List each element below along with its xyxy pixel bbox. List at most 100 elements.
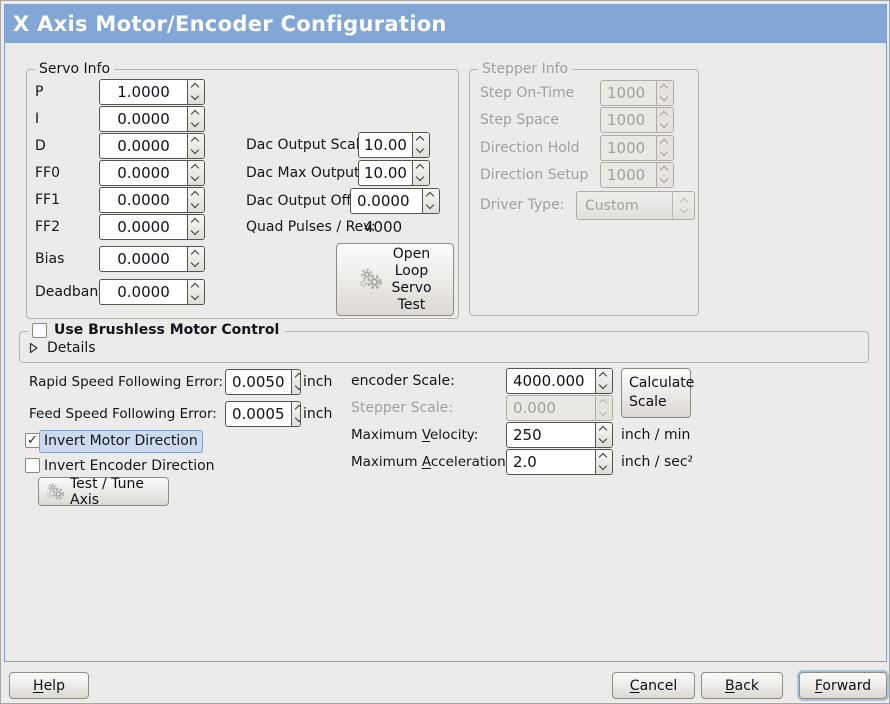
dac-output-scale-spinbox[interactable]: 10.00	[358, 132, 430, 158]
i-value[interactable]: 0.0000	[117, 110, 170, 128]
spin-down-icon[interactable]	[292, 382, 301, 394]
p-spinbox[interactable]: 1.0000	[99, 79, 205, 105]
p-value[interactable]: 1.0000	[117, 83, 170, 101]
spin-buttons[interactable]	[412, 133, 429, 157]
spin-buttons[interactable]	[595, 450, 612, 474]
spin-up-icon[interactable]	[596, 369, 612, 381]
spin-buttons[interactable]	[595, 423, 612, 447]
spin-up-icon[interactable]	[413, 161, 429, 173]
spin-up-icon[interactable]	[188, 107, 204, 119]
bias-value[interactable]: 0.0000	[117, 250, 170, 268]
spin-down-icon[interactable]	[188, 200, 204, 212]
spin-up-icon[interactable]	[188, 215, 204, 227]
i-spinbox[interactable]: 0.0000	[99, 106, 205, 132]
ff0-spinbox[interactable]: 0.0000	[99, 160, 205, 186]
spin-buttons[interactable]	[187, 280, 204, 304]
spin-down-icon[interactable]	[188, 146, 204, 158]
spin-up-icon[interactable]	[188, 161, 204, 173]
spin-down-icon[interactable]	[188, 292, 204, 304]
spin-up-icon[interactable]	[596, 423, 612, 435]
open-loop-servo-test-button[interactable]: Open Loop Servo Test	[336, 243, 454, 316]
spin-up-icon[interactable]	[292, 402, 301, 414]
rapid-following-error-unit: inch	[303, 374, 333, 390]
spin-up-icon[interactable]	[413, 133, 429, 145]
dac-max-output-value[interactable]: 10.00	[364, 164, 407, 182]
d-spinbox[interactable]: 0.0000	[99, 133, 205, 159]
spin-buttons[interactable]	[290, 370, 301, 394]
spin-down-icon[interactable]	[413, 145, 429, 157]
spin-down-icon[interactable]	[188, 227, 204, 239]
invert-motor-direction-label[interactable]: Invert Motor Direction	[39, 430, 203, 453]
feed-following-error-spinbox[interactable]: 0.0005	[225, 401, 301, 427]
dac-max-output-spinbox[interactable]: 10.00	[358, 160, 430, 186]
ff1-spinbox[interactable]: 0.0000	[99, 187, 205, 213]
spin-buttons[interactable]	[187, 215, 204, 239]
spin-buttons[interactable]	[187, 80, 204, 104]
spin-buttons[interactable]	[595, 369, 612, 393]
spin-down-icon[interactable]	[188, 173, 204, 185]
spin-buttons[interactable]	[290, 402, 301, 426]
spin-down-icon[interactable]	[413, 173, 429, 185]
rapid-following-error-value[interactable]: 0.0050	[232, 373, 285, 391]
spin-buttons[interactable]	[412, 161, 429, 185]
maximum-acceleration-spinbox[interactable]: 2.0	[506, 449, 613, 475]
spin-buttons[interactable]	[187, 107, 204, 131]
details-expander[interactable]: Details	[28, 340, 96, 356]
spin-up-icon[interactable]	[423, 189, 439, 201]
spin-up-icon[interactable]	[188, 80, 204, 92]
spin-down-icon[interactable]	[596, 462, 612, 474]
rapid-following-error-spinbox[interactable]: 0.0050	[225, 369, 301, 395]
spin-down-icon[interactable]	[292, 414, 301, 426]
back-button[interactable]: Back	[701, 672, 783, 699]
brushless-checkbox[interactable]	[32, 322, 47, 338]
step-on-time-spinbox: 1000	[600, 80, 674, 106]
d-value[interactable]: 0.0000	[117, 137, 170, 155]
brushless-label[interactable]: Use Brushless Motor Control	[54, 322, 280, 338]
bias-spinbox[interactable]: 0.0000	[99, 246, 205, 272]
maximum-acceleration-value[interactable]: 2.0	[513, 453, 537, 471]
ff0-label: FF0	[35, 165, 61, 181]
invert-encoder-direction-label[interactable]: Invert Encoder Direction	[44, 458, 215, 474]
spin-up-icon[interactable]	[292, 370, 301, 382]
spin-buttons[interactable]	[187, 188, 204, 212]
invert-motor-direction-checkbox[interactable]: ✓	[25, 433, 40, 448]
ff0-value[interactable]: 0.0000	[117, 164, 170, 182]
deadband-value[interactable]: 0.0000	[117, 283, 170, 301]
spin-down-icon[interactable]	[596, 381, 612, 393]
spin-up-icon[interactable]	[188, 188, 204, 200]
spin-down-icon[interactable]	[596, 435, 612, 447]
spin-down-icon[interactable]	[188, 119, 204, 131]
spin-up-icon[interactable]	[596, 450, 612, 462]
deadband-spinbox[interactable]: 0.0000	[99, 279, 205, 305]
ff1-value[interactable]: 0.0000	[117, 191, 170, 209]
ff2-value[interactable]: 0.0000	[117, 218, 170, 236]
spin-buttons[interactable]	[187, 161, 204, 185]
dac-output-scale-value[interactable]: 10.00	[364, 136, 407, 154]
ff2-spinbox[interactable]: 0.0000	[99, 214, 205, 240]
spin-up-icon[interactable]	[188, 280, 204, 292]
dac-output-offset-spinbox[interactable]: 0.0000	[350, 188, 440, 214]
spin-buttons[interactable]	[187, 247, 204, 271]
spin-up-icon[interactable]	[188, 247, 204, 259]
cancel-button[interactable]: Cancel	[612, 672, 695, 699]
encoder-scale-spinbox[interactable]: 4000.000	[506, 368, 613, 394]
invert-encoder-direction-checkbox[interactable]	[25, 458, 40, 473]
spin-down-icon[interactable]	[423, 201, 439, 213]
feed-following-error-value[interactable]: 0.0005	[232, 405, 285, 423]
spin-up-icon[interactable]	[188, 134, 204, 146]
spin-down-icon[interactable]	[188, 259, 204, 271]
spin-buttons[interactable]	[422, 189, 439, 213]
help-button[interactable]: Help	[9, 672, 89, 699]
maximum-velocity-spinbox[interactable]: 250	[506, 422, 613, 448]
maximum-velocity-value[interactable]: 250	[513, 426, 542, 444]
spin-buttons[interactable]	[187, 134, 204, 158]
spin-up-icon	[657, 81, 673, 93]
forward-button[interactable]: Forward	[799, 672, 887, 699]
dac-max-output-label: Dac Max Output:	[246, 165, 365, 181]
quad-pulses-value: 4000	[364, 218, 403, 236]
spin-down-icon[interactable]	[188, 92, 204, 104]
test-tune-axis-button[interactable]: Test / Tune Axis	[38, 476, 169, 508]
calculate-scale-button[interactable]: Calculate Scale	[621, 368, 694, 418]
dac-output-offset-value[interactable]: 0.0000	[357, 192, 410, 210]
encoder-scale-value[interactable]: 4000.000	[513, 372, 585, 390]
